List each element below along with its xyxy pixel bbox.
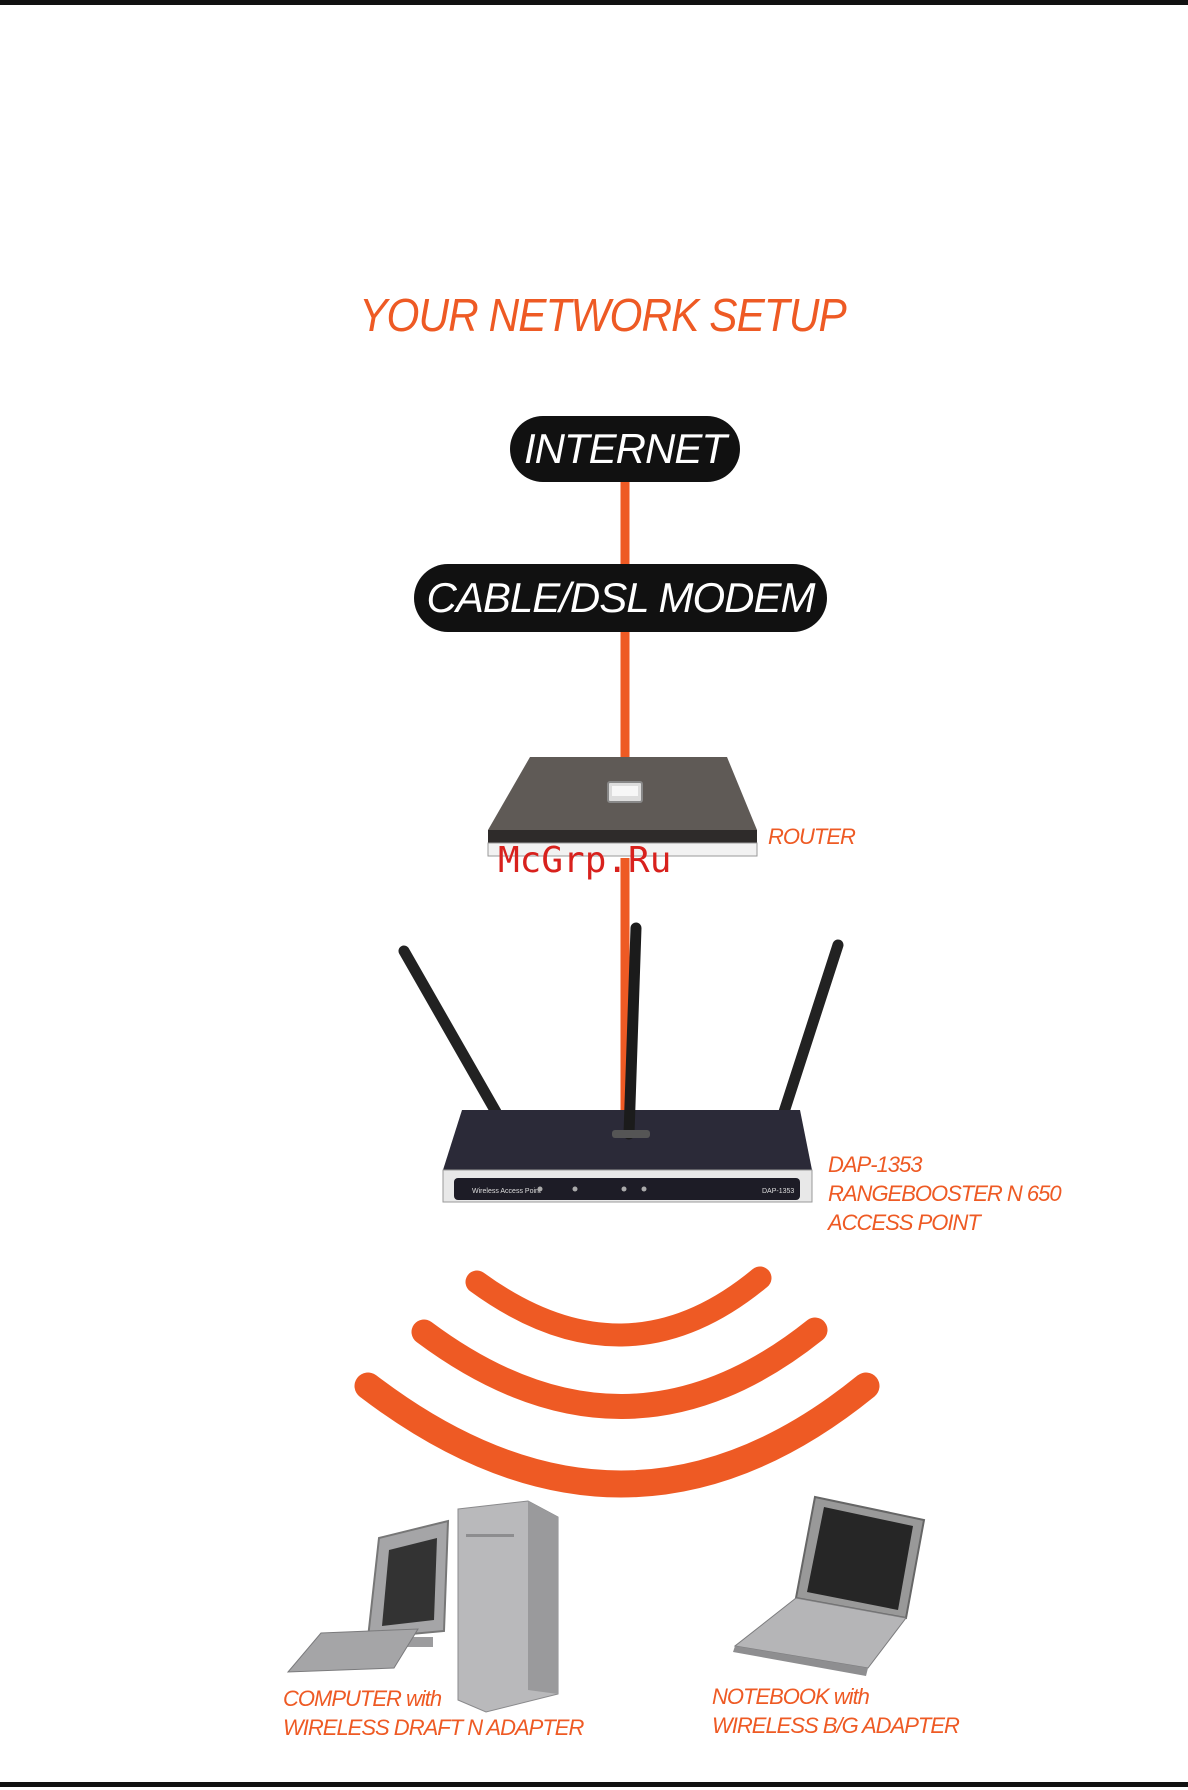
notebook-label: NOTEBOOK with WIRELESS B/G ADAPTER bbox=[712, 1682, 959, 1740]
notebook-label-line-2: WIRELESS B/G ADAPTER bbox=[712, 1711, 959, 1740]
antenna-left bbox=[404, 951, 496, 1112]
router-label-text: ROUTER bbox=[768, 822, 855, 851]
ap-front-left-text: Wireless Access Point bbox=[472, 1188, 541, 1195]
ap-label-line-3: ACCESS POINT bbox=[828, 1208, 1061, 1237]
wireless-signal-icon bbox=[368, 1278, 866, 1484]
computer-label-line-1: COMPUTER with bbox=[283, 1684, 583, 1713]
access-point-label: DAP-1353 RANGEBOOSTER N 650 ACCESS POINT bbox=[828, 1150, 1061, 1237]
notebook-label-line-1: NOTEBOOK with bbox=[712, 1682, 959, 1711]
internet-node: INTERNET bbox=[510, 416, 740, 482]
router-label: ROUTER bbox=[768, 822, 855, 851]
ap-label-line-2: RANGEBOOSTER N 650 bbox=[828, 1179, 1061, 1208]
antenna-right bbox=[784, 945, 838, 1112]
ap-label-line-1: DAP-1353 bbox=[828, 1150, 1061, 1179]
desktop-computer-icon bbox=[288, 1501, 558, 1712]
page-title: YOUR NETWORK SETUP bbox=[48, 288, 1157, 342]
modem-node: CABLE/DSL MODEM bbox=[414, 564, 827, 632]
computer-label-line-2: WIRELESS DRAFT N ADAPTER bbox=[283, 1713, 583, 1742]
ap-front-right-text: DAP-1353 bbox=[762, 1188, 794, 1195]
notebook-icon bbox=[733, 1497, 924, 1676]
computer-label: COMPUTER with WIRELESS DRAFT N ADAPTER bbox=[283, 1684, 583, 1742]
watermark: McGrp.Ru bbox=[498, 840, 671, 881]
antenna-center bbox=[629, 928, 636, 1134]
